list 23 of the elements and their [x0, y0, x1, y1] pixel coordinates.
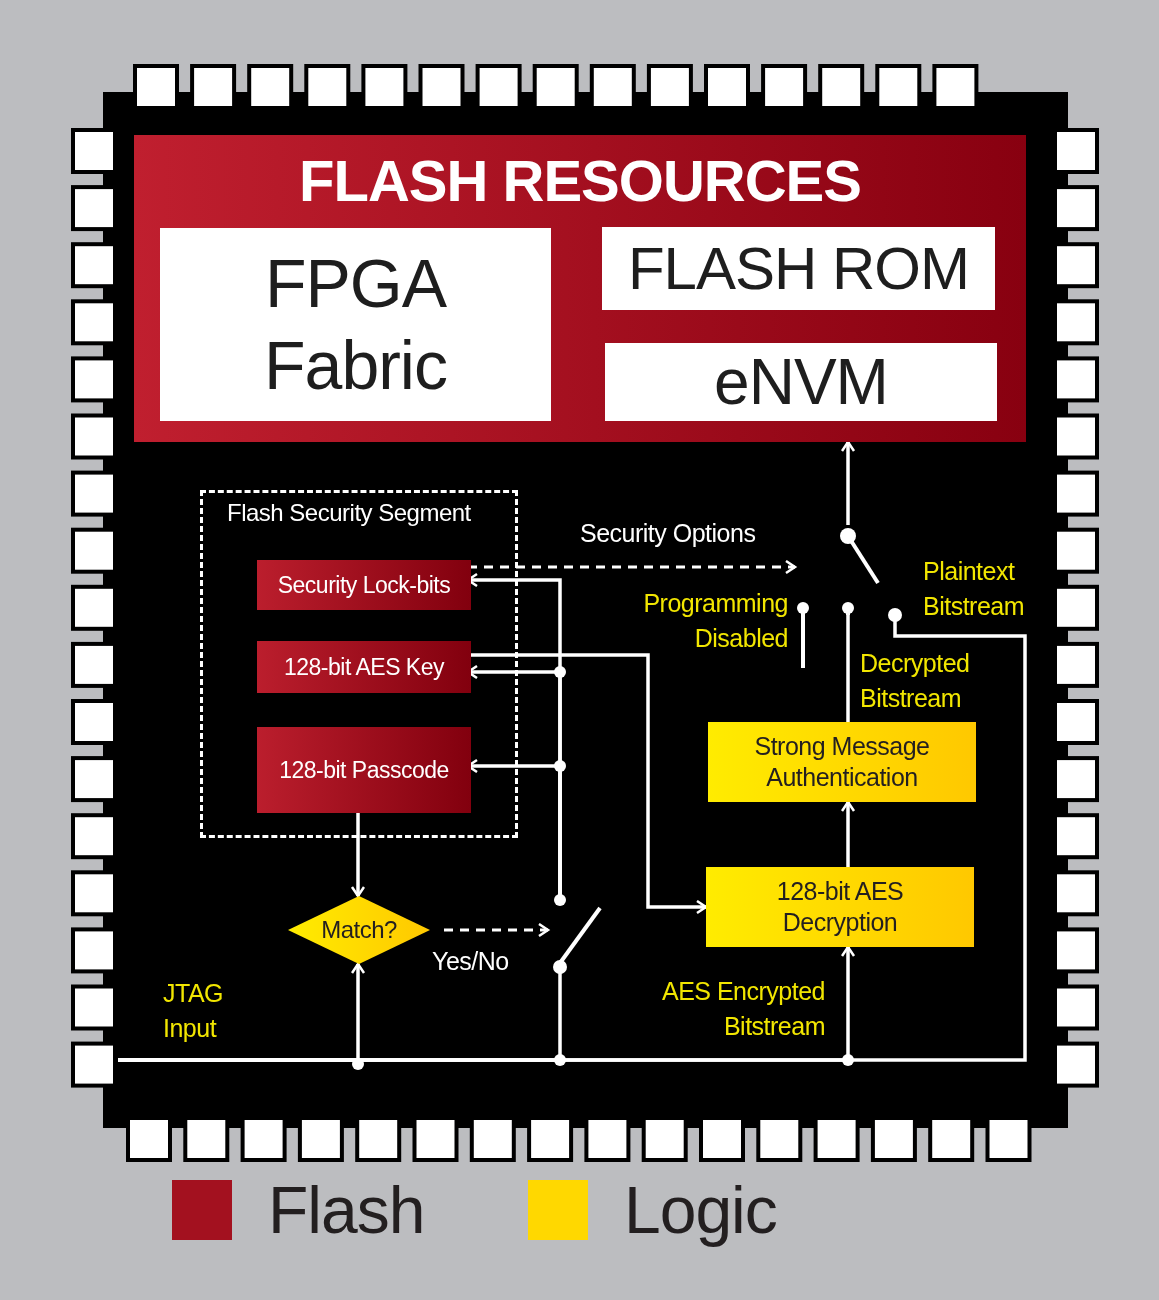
- flash-block: 128-bit Passcode: [257, 727, 471, 813]
- memory-block: eNVM: [605, 343, 997, 421]
- signal-label: Programming Disabled: [642, 588, 788, 654]
- logic-block: 128-bit AES Decryption: [706, 867, 974, 947]
- signal-label: AES Encrypted Bitstream: [660, 976, 825, 1042]
- flash-block: Security Lock-bits: [257, 560, 471, 610]
- legend-label: Logic: [624, 1172, 777, 1248]
- memory-block: FPGA Fabric: [160, 228, 551, 421]
- dashed-arrow: [444, 922, 550, 938]
- signal-label: JTAG Input: [163, 978, 225, 1044]
- legend-label: Flash: [268, 1172, 425, 1248]
- decision-label: Match?: [320, 916, 398, 944]
- flash-block: 128-bit AES Key: [257, 641, 471, 693]
- arrow: [840, 440, 856, 525]
- signal-label: Plaintext Bitstream: [923, 556, 1026, 622]
- arrow: [840, 800, 856, 867]
- logic-block: Strong Message Authentication: [708, 722, 976, 802]
- flash-panel: [134, 135, 1026, 442]
- group-title: Flash Security Segment: [227, 499, 471, 527]
- panel-title: FLASH RESOURCES: [298, 147, 862, 214]
- memory-block: FLASH ROM: [602, 227, 995, 310]
- dashed-group-box: [200, 490, 518, 838]
- connector-line: [846, 615, 850, 722]
